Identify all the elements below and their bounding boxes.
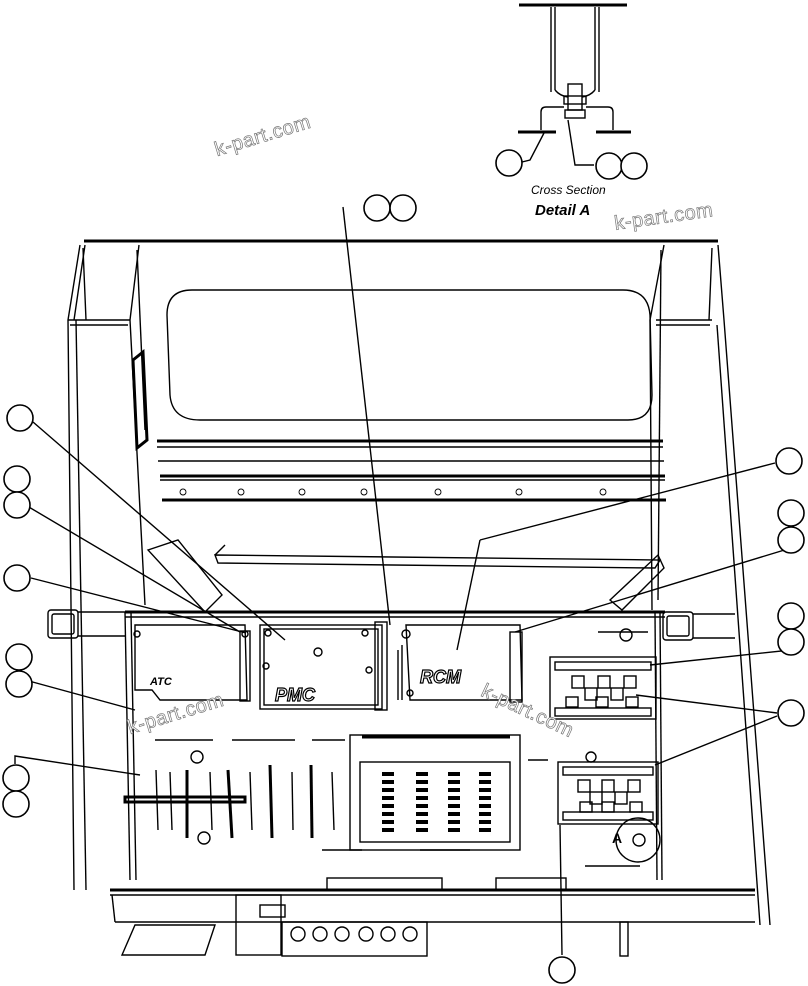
leader-lines <box>14 206 792 956</box>
base <box>110 877 755 957</box>
detail-a-label: Detail A <box>535 202 591 219</box>
callout-right-3a[interactable] <box>777 602 805 630</box>
callout-left-4a[interactable] <box>5 643 33 671</box>
pmc-module <box>259 621 388 711</box>
callout-top-center-b[interactable] <box>389 194 417 222</box>
rcm-label: RCM <box>419 666 461 687</box>
callout-bottom-1[interactable] <box>548 956 576 984</box>
atc-label: ATC <box>150 676 172 688</box>
atc-module <box>133 624 251 702</box>
callout-bubbles <box>2 149 805 984</box>
callout-detail-left[interactable] <box>495 149 523 177</box>
backplate <box>47 609 735 881</box>
relay-board-upper <box>549 656 657 720</box>
callout-left-2b[interactable] <box>3 491 31 519</box>
callout-detail-right-a[interactable] <box>595 152 623 180</box>
callout-detail-right-b[interactable] <box>620 152 648 180</box>
detail-a-cross-section <box>518 3 631 166</box>
terminal-strips <box>123 750 335 845</box>
callout-right-3b[interactable] <box>777 628 805 656</box>
callout-left-4b[interactable] <box>5 670 33 698</box>
callout-left-2a[interactable] <box>3 465 31 493</box>
callout-right-1[interactable] <box>775 447 803 475</box>
callout-right-4[interactable] <box>777 699 805 727</box>
callout-left-3[interactable] <box>3 564 31 592</box>
callout-left-5b[interactable] <box>2 790 30 818</box>
relay-board-lower <box>557 761 661 863</box>
callout-right-2b[interactable] <box>777 526 805 554</box>
callout-left-5a[interactable] <box>2 764 30 792</box>
detail-a-marker: A <box>612 830 623 846</box>
callout-right-2a[interactable] <box>777 499 805 527</box>
cabinet-frame <box>67 239 771 926</box>
cross-section-label: Cross Section <box>531 183 606 197</box>
pmc-label: PMC <box>274 684 315 705</box>
callout-top-center-a[interactable] <box>363 194 391 222</box>
callout-left-1[interactable] <box>6 404 34 432</box>
fuse-block <box>349 734 521 851</box>
